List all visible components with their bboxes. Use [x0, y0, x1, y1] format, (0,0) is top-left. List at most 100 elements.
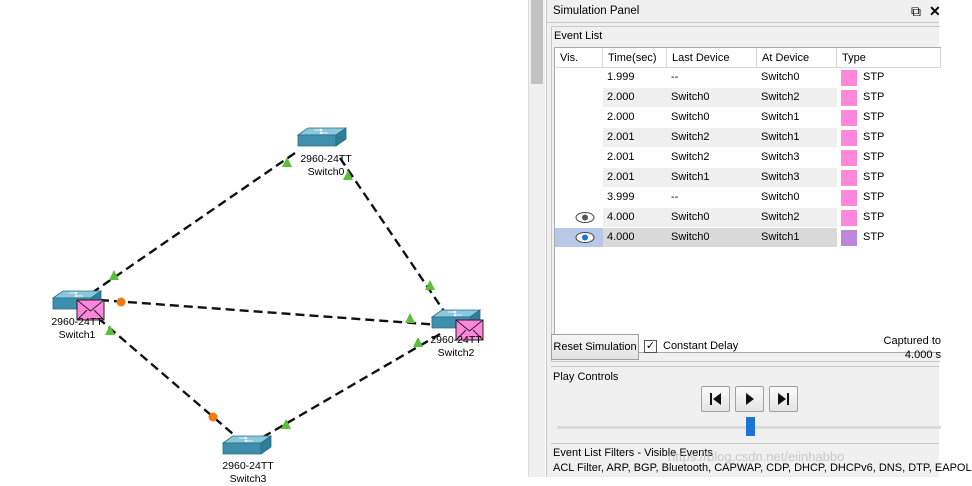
vis-cell[interactable] — [555, 128, 603, 147]
at-device-cell: Switch2 — [757, 208, 837, 227]
step-forward-button[interactable] — [769, 386, 798, 412]
at-device-cell: Switch2 — [757, 88, 837, 107]
reset-simulation-button[interactable]: Reset Simulation — [551, 334, 639, 360]
eye-icon — [575, 212, 595, 223]
at-device-cell: Switch0 — [761, 71, 800, 83]
switch-icon[interactable] — [222, 435, 272, 455]
play-button[interactable] — [735, 386, 764, 412]
column-header-vis[interactable]: Vis. — [555, 48, 603, 68]
time-cell: 2.001 — [603, 168, 667, 187]
restore-window-icon[interactable]: ⧉ — [911, 3, 921, 19]
scrollbar-thumb[interactable] — [531, 0, 543, 84]
simulation-panel: Simulation Panel ⧉ ✕ Event List Vis. Tim… — [546, 0, 972, 477]
type-cell: STP — [863, 71, 885, 83]
device-model: 2960-24TT — [51, 316, 103, 328]
step-back-button[interactable] — [701, 386, 730, 412]
time-cell: 4.000 — [603, 208, 667, 227]
device-label-switch1: 2960-24TT Switch1 — [46, 316, 108, 342]
play-controls-section: Play Controls — [551, 366, 941, 441]
type-color-swatch — [841, 170, 857, 186]
at-device-cell: Switch1 — [757, 228, 837, 247]
link-up-indicator — [413, 337, 423, 347]
vis-cell[interactable] — [555, 208, 603, 227]
time-cell: 2.001 — [603, 128, 667, 147]
vis-cell[interactable] — [555, 68, 603, 87]
panel-titlebar: Simulation Panel ⧉ ✕ — [547, 0, 941, 23]
time-cell: 2.000 — [603, 88, 667, 107]
type-cell: STP — [863, 211, 885, 223]
link-switch1-switch2[interactable] — [99, 298, 441, 327]
device-label-switch3: 2960-24TT Switch3 — [217, 460, 279, 486]
time-cell: 2.000 — [607, 111, 635, 123]
link-up-indicator — [405, 313, 415, 323]
device-model: 2960-24TT — [430, 334, 482, 346]
column-header-time[interactable]: Time(sec) — [603, 48, 667, 68]
last-device-cell: Switch0 — [671, 111, 710, 123]
vis-cell[interactable] — [555, 108, 603, 127]
step-forward-icon — [778, 393, 789, 405]
link-blocked-indicator — [116, 297, 126, 307]
device-label-switch2: 2960-24TT Switch2 — [425, 334, 487, 360]
vis-cell[interactable] — [555, 188, 603, 207]
link-switch0-switch2[interactable] — [339, 157, 453, 324]
type-cell: STP — [863, 131, 885, 143]
device-name: Switch1 — [58, 329, 96, 341]
type-cell: STP — [863, 231, 885, 243]
watermark: https://blog.csdn.net/eiinhabbo — [668, 449, 845, 464]
topology-svg — [52, 127, 484, 455]
canvas-scrollbar[interactable] — [528, 0, 545, 477]
vis-cell[interactable] — [555, 168, 603, 187]
last-device-cell: -- — [671, 71, 679, 83]
type-cell: STP — [863, 171, 885, 183]
at-device-cell: Switch0 — [761, 191, 800, 203]
type-cell: STP — [863, 111, 885, 123]
close-icon[interactable]: ✕ — [929, 3, 941, 19]
device-model: 2960-24TT — [222, 460, 274, 472]
last-device-cell: Switch2 — [671, 151, 710, 163]
link-switch2-switch3[interactable] — [257, 332, 441, 442]
column-header-at-device[interactable]: At Device — [757, 48, 837, 68]
time-cell: 4.000 — [603, 228, 667, 247]
topology-canvas[interactable]: 2960-24TT Switch0 2960-24TT Switch1 2960… — [0, 0, 528, 485]
switch-icon[interactable] — [297, 127, 347, 147]
type-color-swatch — [841, 230, 857, 246]
device-model: 2960-24TT — [300, 153, 352, 165]
type-cell: STP — [863, 151, 885, 163]
type-cell: STP — [863, 191, 885, 203]
type-cell: STP — [863, 91, 885, 103]
type-color-swatch — [841, 150, 857, 166]
play-controls-label: Play Controls — [553, 371, 619, 383]
play-speed-slider-thumb[interactable] — [746, 417, 755, 436]
link-up-indicator — [282, 157, 292, 167]
link-up-indicator — [343, 170, 353, 180]
link-up-indicator — [281, 419, 291, 429]
vis-cell[interactable] — [555, 88, 603, 107]
event-list-section: Event List Vis. Time(sec) Last Device At… — [551, 26, 941, 362]
column-header-last-device[interactable]: Last Device — [667, 48, 757, 68]
vis-cell[interactable] — [555, 228, 603, 247]
link-switch1-switch3[interactable] — [97, 317, 241, 441]
captured-to: Captured to 4.000 s — [884, 334, 941, 362]
last-device-cell: Switch2 — [667, 128, 757, 147]
captured-label: Captured to — [883, 335, 941, 347]
at-device-cell: Switch1 — [757, 128, 837, 147]
event-list-table[interactable]: Vis. Time(sec) Last Device At Device Typ… — [554, 47, 941, 353]
column-header-type[interactable]: Type — [837, 48, 941, 68]
event-filters-label: Event List Filters - Visible Events — [553, 447, 713, 459]
last-device-cell: Switch0 — [667, 228, 757, 247]
constant-delay-checkbox[interactable]: ✓ — [644, 340, 657, 353]
panel-title: Simulation Panel — [553, 5, 640, 17]
vis-cell[interactable] — [555, 148, 603, 167]
device-name: Switch2 — [437, 347, 475, 359]
last-device-cell: Switch0 — [667, 88, 757, 107]
link-up-indicator — [105, 325, 115, 335]
